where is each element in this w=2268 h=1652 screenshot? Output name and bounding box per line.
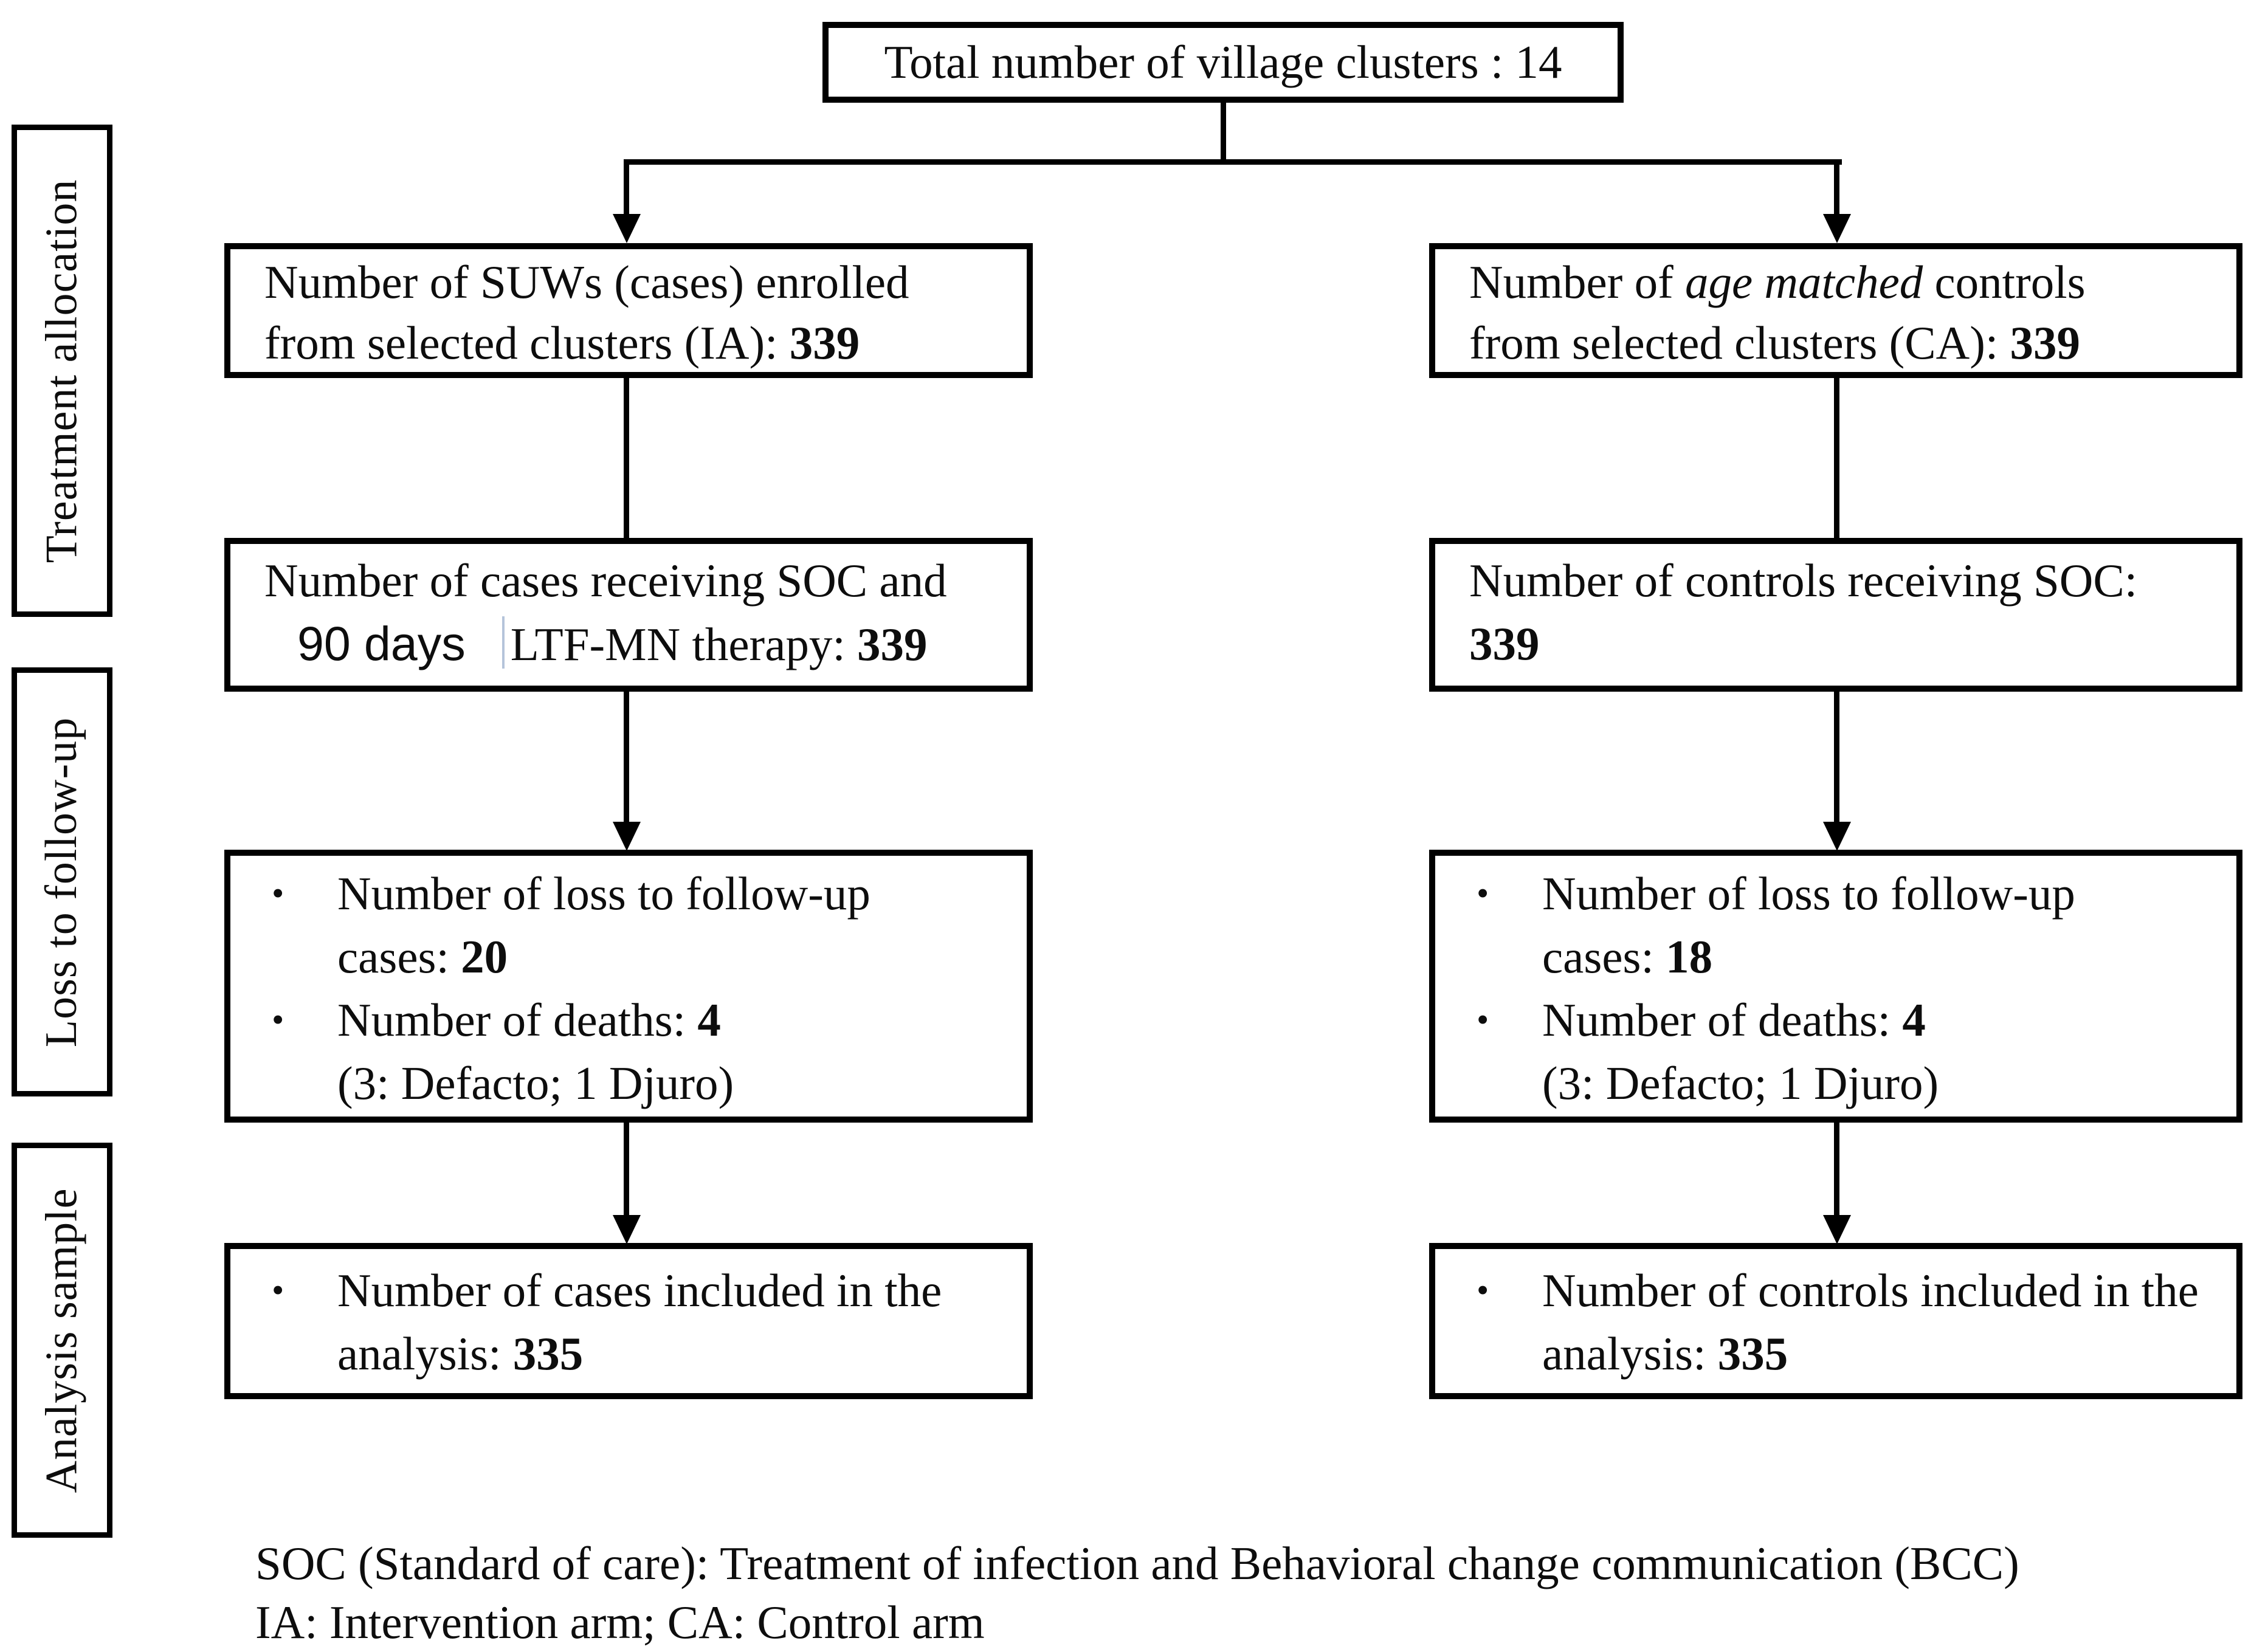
list-item: • Number of loss to follow-up cases: 20 bbox=[249, 862, 1008, 988]
controls-deaths-count: 4 bbox=[1902, 994, 1926, 1046]
cases-receiving-soc-box: Number of cases receiving SOC and 90 day… bbox=[224, 538, 1033, 692]
connector-line bbox=[1834, 376, 1839, 540]
bullet-icon: • bbox=[272, 1270, 284, 1310]
connector-line bbox=[624, 690, 629, 823]
arrowhead-down-icon bbox=[1823, 1215, 1851, 1244]
controls-analysis-box: • Number of controls included in the ana… bbox=[1429, 1243, 2242, 1399]
arrowhead-down-icon bbox=[1823, 822, 1851, 851]
footnote-line1: SOC (Standard of care): Treatment of inf… bbox=[255, 1537, 2019, 1589]
controls-loss-to-follow-up-box: • Number of loss to follow-up cases: 18 … bbox=[1429, 850, 2242, 1123]
controls-enrolled-line1-post: controls bbox=[1923, 256, 2086, 308]
list-item: • Number of deaths: 4 (3: Defacto; 1 Dju… bbox=[1453, 988, 2218, 1115]
cases-analysis-box: • Number of cases included in the analys… bbox=[224, 1243, 1033, 1399]
ninety-days-annotation: 90 days bbox=[297, 616, 466, 670]
controls-enrolled-box: Number of age matched controls from sele… bbox=[1429, 243, 2242, 378]
list-item: • Number of loss to follow-up cases: 18 bbox=[1453, 862, 2218, 988]
cases-deaths-line: Number of deaths: 4 bbox=[337, 988, 734, 1051]
controls-analysis-line1: Number of controls included in the bbox=[1542, 1264, 2199, 1316]
cases-soc-line2: 90 days LTF-MN therapy: 339 bbox=[264, 612, 1008, 676]
text-cursor-artifact bbox=[502, 616, 505, 669]
cases-enrolled-count: 339 bbox=[789, 317, 860, 369]
cases-deaths-detail: (3: Defacto; 1 Djuro) bbox=[337, 1057, 734, 1109]
cases-analysis-line2-text: analysis: bbox=[337, 1327, 513, 1380]
bullet-icon: • bbox=[272, 1000, 284, 1039]
stage-box-analysis-sample: Analysis sample bbox=[12, 1143, 112, 1538]
connector-line bbox=[624, 376, 629, 540]
cases-soc-line1: Number of cases receiving SOC and bbox=[264, 554, 947, 607]
controls-deaths-detail: (3: Defacto; 1 Djuro) bbox=[1542, 1057, 1939, 1109]
cases-ltf-line1: Number of loss to follow-up bbox=[337, 867, 870, 920]
controls-analysis-line2-text: analysis: bbox=[1542, 1327, 1718, 1380]
controls-analysis-count: 335 bbox=[1717, 1327, 1788, 1380]
cases-soc-line2-text: LTF-MN therapy: bbox=[510, 618, 858, 670]
total-clusters-box: Total number of village clusters : 14 bbox=[822, 22, 1624, 103]
connector-line bbox=[1834, 690, 1839, 823]
bullet-icon: • bbox=[1477, 1270, 1489, 1310]
controls-ltf-line2: cases: 18 bbox=[1542, 925, 2075, 988]
connector-line bbox=[624, 1121, 629, 1216]
controls-soc-count: 339 bbox=[1469, 618, 1540, 670]
bullet-icon: • bbox=[272, 873, 284, 913]
controls-deaths-label: Number of deaths: bbox=[1542, 994, 1903, 1046]
cases-soc-count: 339 bbox=[857, 618, 928, 670]
controls-receiving-soc-box: Number of controls receiving SOC: 339 bbox=[1429, 538, 2242, 692]
connector-line bbox=[1834, 159, 1839, 215]
total-clusters-text: Total number of village clusters : 14 bbox=[884, 36, 1562, 88]
controls-enrolled-line1-pre: Number of bbox=[1469, 256, 1685, 308]
controls-deaths-line: Number of deaths: 4 bbox=[1542, 988, 1939, 1051]
cases-enrolled-line2: from selected clusters (IA): 339 bbox=[264, 312, 1008, 373]
cases-enrolled-box: Number of SUWs (cases) enrolled from sel… bbox=[224, 243, 1033, 378]
connector-line bbox=[1834, 1121, 1839, 1216]
bullet-icon: • bbox=[1477, 1000, 1489, 1039]
controls-ltf-line2-text: cases: bbox=[1542, 931, 1666, 983]
cases-deaths-label: Number of deaths: bbox=[337, 994, 698, 1046]
list-item: • Number of deaths: 4 (3: Defacto; 1 Dju… bbox=[249, 988, 1008, 1115]
arrowhead-down-icon bbox=[1823, 214, 1851, 243]
cases-enrolled-line1: Number of SUWs (cases) enrolled bbox=[264, 256, 909, 308]
controls-soc-line1: Number of controls receiving SOC: bbox=[1469, 554, 2138, 607]
controls-analysis-line2: analysis: 335 bbox=[1542, 1322, 2199, 1385]
arrowhead-down-icon bbox=[613, 822, 641, 851]
controls-enrolled-line2-text: from selected clusters (CA): bbox=[1469, 317, 2010, 369]
stage-label-analysis-sample: Analysis sample bbox=[36, 1187, 87, 1493]
stage-box-treatment-allocation: Treatment allocation bbox=[12, 125, 112, 617]
cases-analysis-count: 335 bbox=[512, 1327, 584, 1380]
cases-enrolled-line2-text: from selected clusters (IA): bbox=[264, 317, 790, 369]
list-item: • Number of cases included in the analys… bbox=[249, 1259, 1008, 1385]
cases-ltf-line2: cases: 20 bbox=[337, 925, 870, 988]
footnote-line2: IA: Intervention arm; CA: Control arm bbox=[255, 1596, 985, 1648]
arrowhead-down-icon bbox=[613, 1215, 641, 1244]
controls-enrolled-line1: Number of age matched controls bbox=[1469, 252, 2218, 312]
cases-analysis-line2: analysis: 335 bbox=[337, 1322, 942, 1385]
connector-line bbox=[1221, 101, 1226, 165]
stage-box-loss-to-follow-up: Loss to follow-up bbox=[12, 667, 112, 1096]
list-item: • Number of controls included in the ana… bbox=[1453, 1259, 2218, 1385]
cases-deaths-count: 4 bbox=[697, 994, 721, 1046]
stage-label-treatment-allocation: Treatment allocation bbox=[36, 179, 87, 563]
controls-enrolled-count: 339 bbox=[2010, 317, 2081, 369]
bullet-icon: • bbox=[1477, 873, 1489, 913]
controls-ltf-line1: Number of loss to follow-up bbox=[1542, 867, 2075, 920]
connector-line bbox=[624, 159, 1842, 165]
stage-label-loss-to-follow-up: Loss to follow-up bbox=[36, 717, 87, 1047]
cases-loss-to-follow-up-box: • Number of loss to follow-up cases: 20 … bbox=[224, 850, 1033, 1123]
cases-ltf-line2-text: cases: bbox=[337, 931, 461, 983]
controls-enrolled-line2: from selected clusters (CA): 339 bbox=[1469, 312, 2218, 373]
arrowhead-down-icon bbox=[613, 214, 641, 243]
connector-line bbox=[624, 159, 629, 215]
footnote: SOC (Standard of care): Treatment of inf… bbox=[255, 1534, 2019, 1652]
cases-analysis-line1: Number of cases included in the bbox=[337, 1264, 942, 1316]
controls-enrolled-line1-italic: age matched bbox=[1684, 256, 1923, 308]
controls-ltf-count: 18 bbox=[1666, 931, 1713, 983]
cases-ltf-count: 20 bbox=[461, 931, 508, 983]
controls-soc-line2: 339 bbox=[1469, 612, 2218, 675]
